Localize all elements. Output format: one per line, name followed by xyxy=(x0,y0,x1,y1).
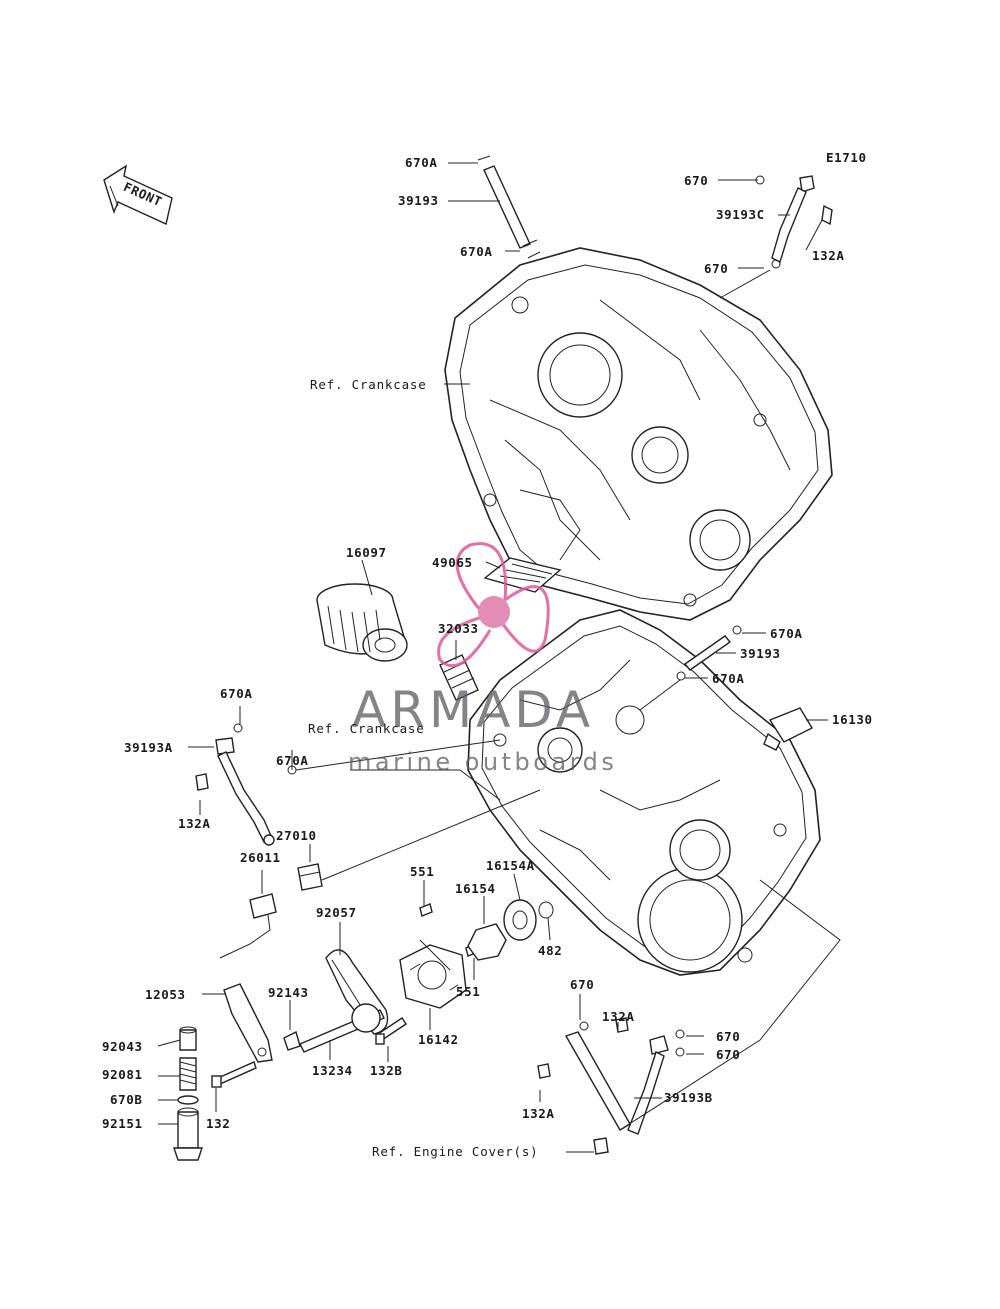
label-16130: 16130 xyxy=(832,712,873,727)
label-132a-tr: 132A xyxy=(812,248,845,263)
label-551-top: 551 xyxy=(410,864,434,879)
oil-filter-16097 xyxy=(316,583,408,662)
label-132a-br1: 132A xyxy=(602,1009,635,1024)
label-39193-r: 39193 xyxy=(740,646,781,661)
label-26011: 26011 xyxy=(240,850,281,865)
label-16097: 16097 xyxy=(346,545,387,560)
label-92081: 92081 xyxy=(102,1067,143,1082)
oil-pipe-39193-right xyxy=(676,625,742,681)
oil-pipe-39193a xyxy=(195,723,297,846)
bolt-132b xyxy=(375,1017,407,1045)
watermark-tagline: marine outboards xyxy=(348,748,617,776)
label-39193a: 39193A xyxy=(124,740,173,755)
oil-pipe-39193b xyxy=(537,1017,685,1155)
label-92043: 92043 xyxy=(102,1039,143,1054)
label-ref-engine-cover: Ref. Engine Cover(s) xyxy=(372,1144,539,1159)
label-132a-br2: 132A xyxy=(522,1106,555,1121)
harness-26011 xyxy=(219,893,277,959)
label-92057: 92057 xyxy=(316,905,357,920)
label-132: 132 xyxy=(206,1116,230,1131)
label-670a-r1: 670A xyxy=(770,626,803,641)
front-arrow-icon xyxy=(103,164,173,225)
label-132b: 132B xyxy=(370,1063,403,1078)
lower-crankcase xyxy=(467,609,821,976)
label-ref-crankcase-lower: Ref. Crankcase xyxy=(308,721,425,736)
label-27010: 27010 xyxy=(276,828,317,843)
chain-guide-12053 xyxy=(223,983,273,1063)
sensor-27010 xyxy=(297,863,323,891)
label-49065: 49065 xyxy=(432,555,473,570)
label-670-tr1: 670 xyxy=(684,173,708,188)
pump-rotors-16154 xyxy=(467,899,554,961)
watermark-brand: ARMADA xyxy=(352,681,594,739)
label-670-br: 670 xyxy=(570,977,594,992)
label-670a-left2: 670A xyxy=(276,753,309,768)
bolt-132 xyxy=(211,1061,257,1088)
label-92143: 92143 xyxy=(268,985,309,1000)
oil-pressure-switch-16130 xyxy=(763,707,813,751)
label-32033: 32033 xyxy=(438,621,479,636)
label-551-mid: 551 xyxy=(456,984,480,999)
label-670a-mid: 670A xyxy=(460,244,493,259)
oil-pipe-39193c xyxy=(755,175,833,269)
o-ring-670b xyxy=(177,1095,199,1105)
oil-pump-16142 xyxy=(399,944,467,1009)
diagram-code: E1710 xyxy=(826,150,867,165)
label-670b: 670B xyxy=(110,1092,143,1107)
label-ref-crankcase-upper: Ref. Crankcase xyxy=(310,377,427,392)
relief-piston-92043 xyxy=(179,1026,197,1051)
label-13234: 13234 xyxy=(312,1063,353,1078)
upper-crankcase xyxy=(444,247,833,621)
label-132a-left: 132A xyxy=(178,816,211,831)
label-670a-top: 670A xyxy=(405,155,438,170)
label-39193b: 39193B xyxy=(664,1090,713,1105)
label-482: 482 xyxy=(538,943,562,958)
label-16154a: 16154A xyxy=(486,858,535,873)
plug-92151 xyxy=(173,1107,203,1161)
watermark-logo xyxy=(437,542,550,668)
label-92151: 92151 xyxy=(102,1116,143,1131)
pump-shaft-13234 xyxy=(283,1003,385,1053)
oil-pipe-39193-top xyxy=(477,155,541,259)
spring-92081 xyxy=(179,1057,197,1091)
label-39193c: 39193C xyxy=(716,207,765,222)
label-12053: 12053 xyxy=(145,987,186,1002)
label-16154: 16154 xyxy=(455,881,496,896)
leader-lines xyxy=(157,162,841,1153)
label-670-br3: 670 xyxy=(716,1047,740,1062)
label-16142: 16142 xyxy=(418,1032,459,1047)
label-670a-r2: 670A xyxy=(712,671,745,686)
label-670a-left: 670A xyxy=(220,686,253,701)
label-670-br2: 670 xyxy=(716,1029,740,1044)
label-670-tr2: 670 xyxy=(704,261,728,276)
label-39193-top: 39193 xyxy=(398,193,439,208)
